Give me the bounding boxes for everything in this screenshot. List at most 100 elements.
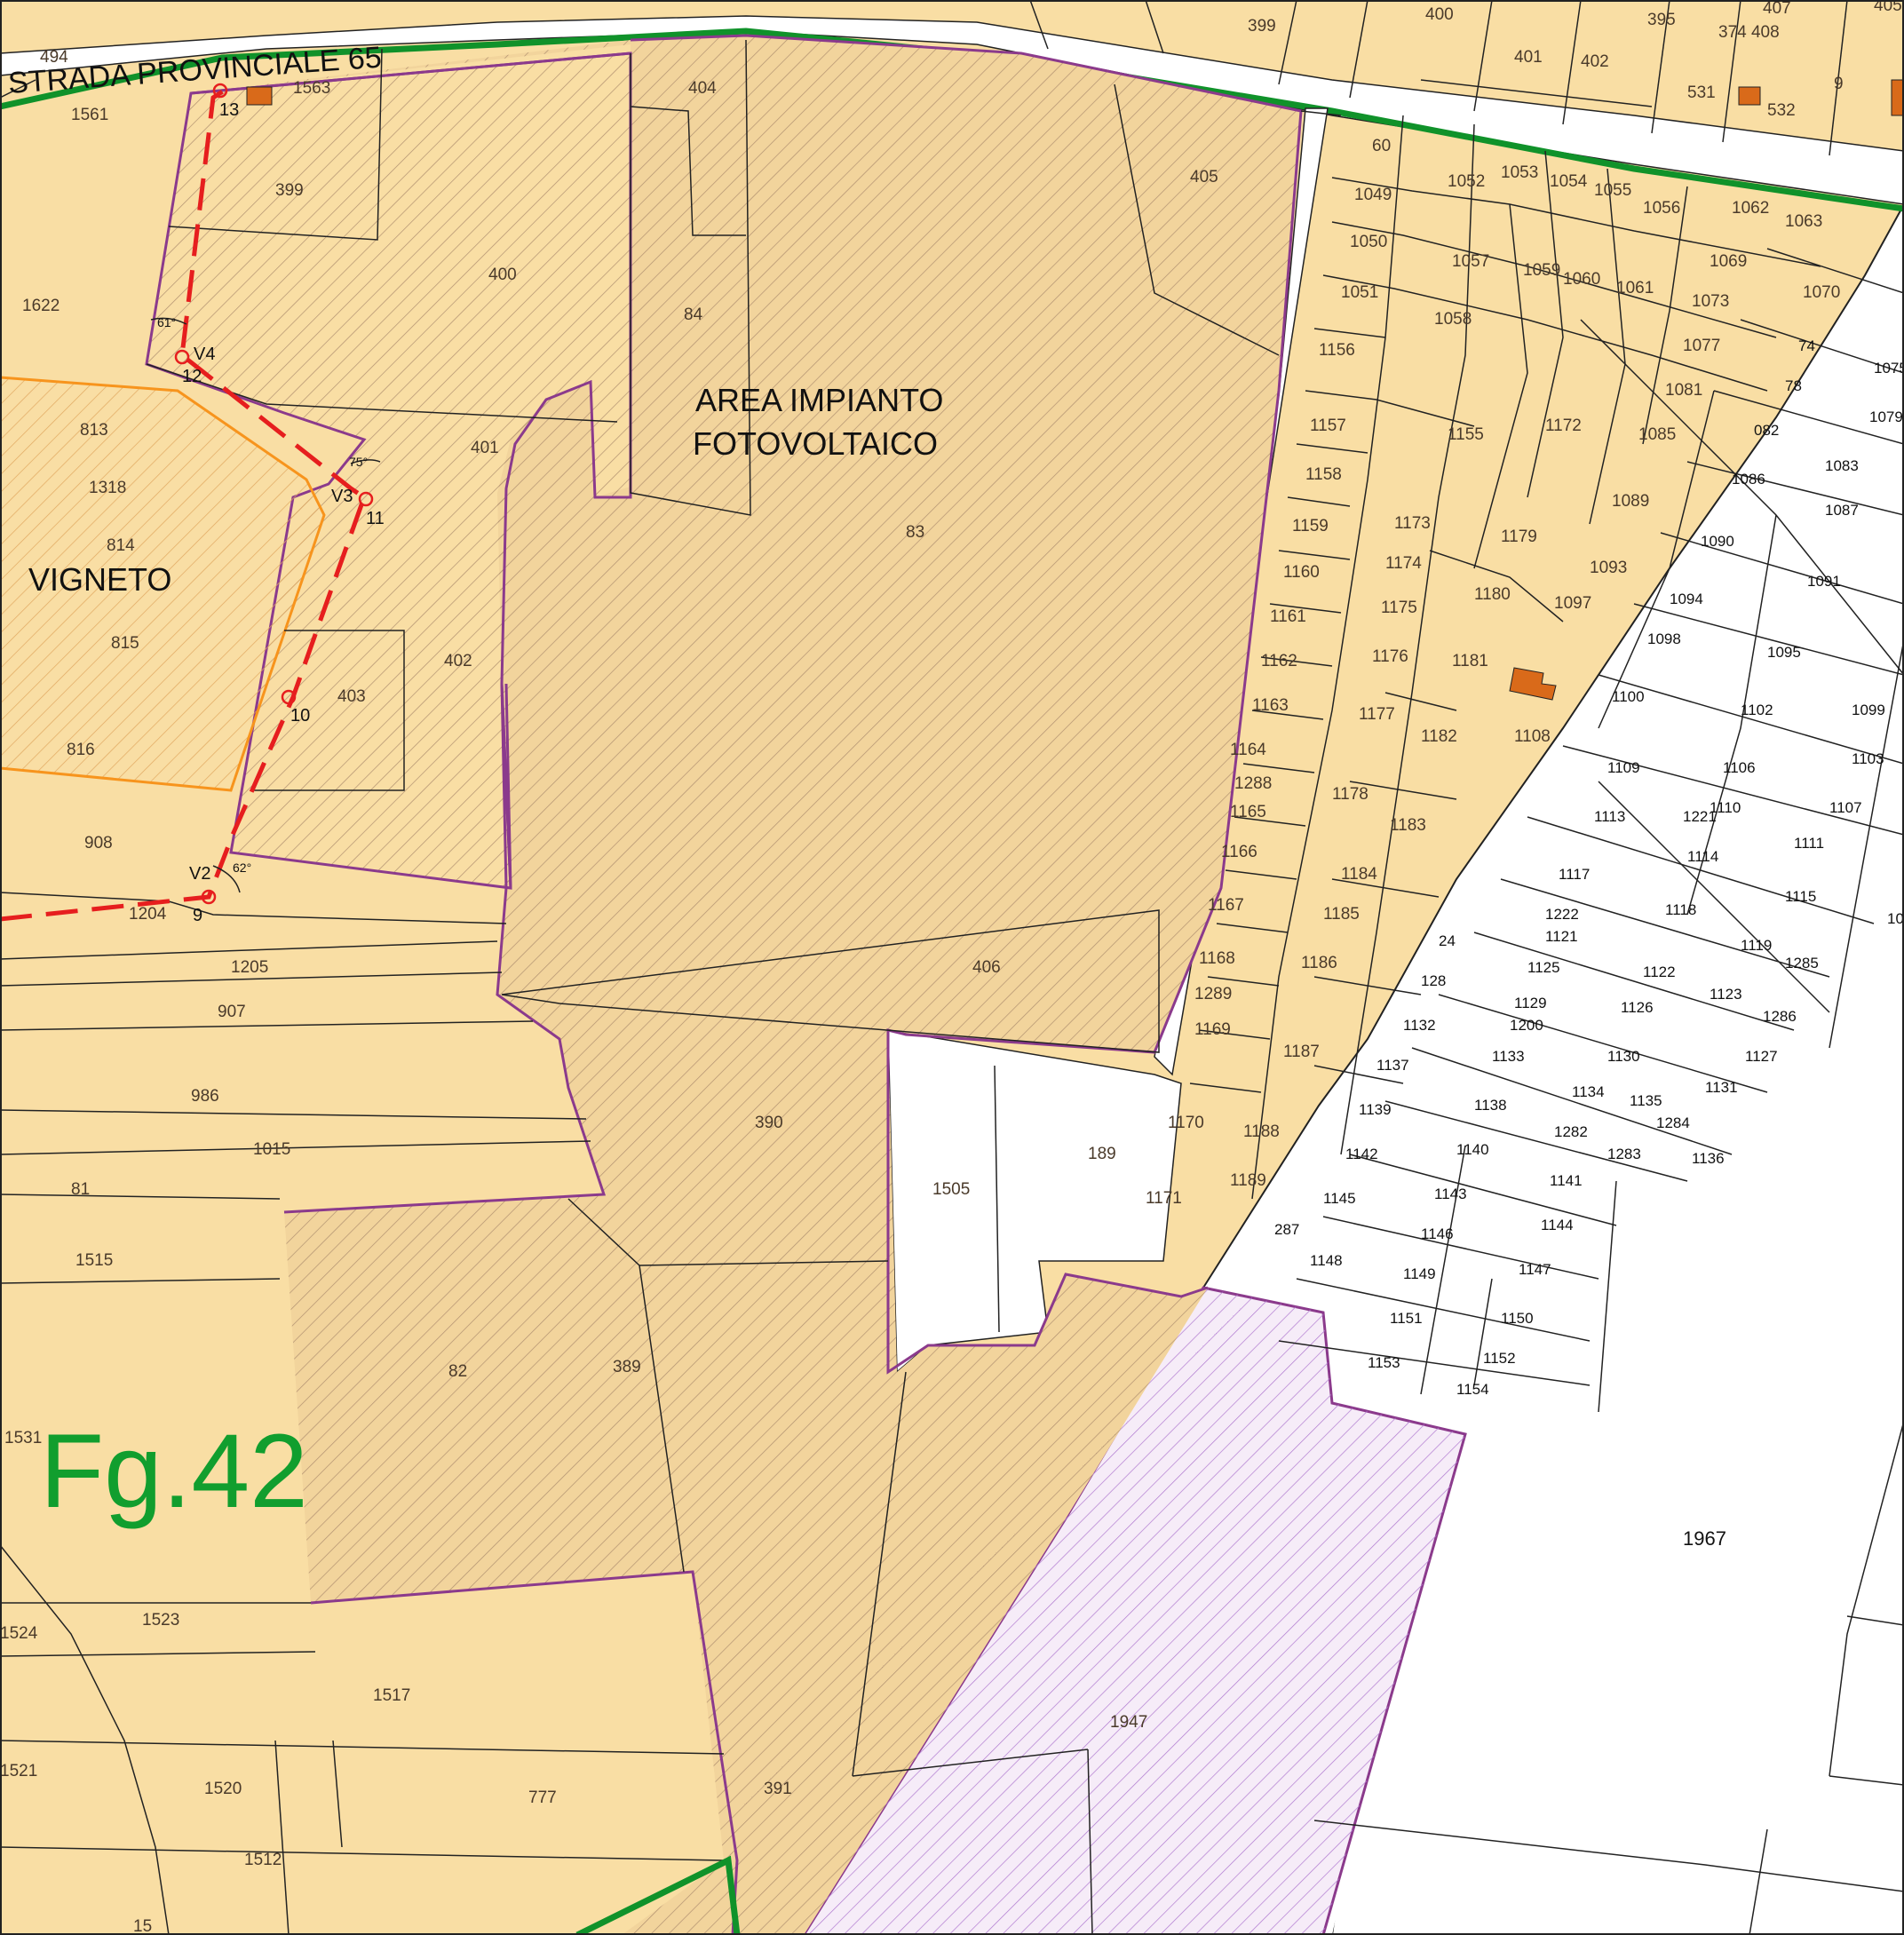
angle-v3: 75° (349, 455, 368, 469)
parcel-number: 24 (1439, 932, 1456, 949)
parcel-number: 494 (40, 48, 68, 67)
parcel-number: 1173 (1394, 514, 1431, 533)
parcel-number: 1162 (1261, 652, 1297, 670)
parcel-number: 406 (972, 958, 1001, 977)
parcel-number: 10 (1887, 910, 1904, 927)
parcel-labels-white: 74 1075 78 1079 082 1083 1086 1087 1090 … (1274, 337, 1904, 1550)
parcel-number: 1171 (1146, 1189, 1182, 1208)
parcel-number: 1174 (1385, 554, 1422, 573)
parcel-number: 815 (111, 634, 139, 653)
parcel-number: 1111 (1794, 835, 1824, 852)
parcel-number: 816 (67, 741, 95, 759)
vertex-v2: V2 (189, 864, 210, 884)
parcel-number: 1134 (1572, 1083, 1605, 1100)
parcel-number: 1176 (1372, 647, 1408, 666)
parcel-number: 1102 (1741, 702, 1773, 718)
parcel-number: 1106 (1723, 759, 1756, 776)
cable-route (0, 86, 368, 922)
parcel-number: 1089 (1612, 492, 1649, 511)
parcel-number: 1185 (1323, 905, 1360, 924)
parcel-number: 1132 (1403, 1017, 1436, 1034)
parcel-number: 1115 (1785, 888, 1816, 905)
parcel-number: 407 (1763, 0, 1791, 18)
parcel-number: 1205 (231, 958, 268, 977)
parcel-number: 1095 (1767, 644, 1801, 661)
parcel-number: 1125 (1527, 959, 1560, 976)
parcel-number: 1161 (1270, 607, 1306, 626)
parcel-number: 1139 (1359, 1101, 1392, 1118)
parcel-number: 1131 (1705, 1079, 1738, 1096)
parcel-number: 1099 (1852, 702, 1885, 718)
parcel-number: 1152 (1483, 1350, 1516, 1367)
parcel-number: 1520 (204, 1780, 242, 1798)
parcel-number: 1127 (1745, 1048, 1778, 1065)
parcel-number: 1184 (1341, 865, 1377, 884)
parcel-number: 1967 (1683, 1527, 1726, 1550)
parcel-number: 1100 (1612, 688, 1645, 705)
parcel-number: 1505 (932, 1180, 970, 1199)
parcel-number: 1133 (1492, 1048, 1525, 1065)
parcel-number: 81 (71, 1180, 90, 1199)
parcel-number: 404 (688, 79, 717, 98)
parcel-number: 1283 (1607, 1146, 1641, 1162)
parcel-number: 1166 (1221, 843, 1257, 861)
parcel-number: 1058 (1434, 310, 1472, 329)
parcel-number: 1168 (1199, 949, 1235, 968)
parcel-number: 1153 (1368, 1354, 1400, 1371)
vertex-9: 9 (193, 906, 202, 925)
parcel-number: 1155 (1448, 425, 1484, 444)
parcel-number: 1150 (1501, 1310, 1534, 1327)
parcel-number: 1524 (0, 1624, 38, 1643)
parcel-number: 1126 (1621, 999, 1654, 1016)
parcel-number: 986 (191, 1087, 219, 1106)
project-area-hatch (191, 36, 1301, 1935)
parcel-number: 1094 (1670, 591, 1703, 607)
parcel-number: 1121 (1545, 928, 1578, 945)
parcel-number: 1129 (1514, 995, 1547, 1011)
parcel-number: 1137 (1376, 1057, 1409, 1074)
parcel-number: 1561 (71, 106, 108, 124)
angle-v2: 62° (233, 860, 251, 875)
angle-arcs (150, 317, 381, 893)
parcel-number: 1177 (1359, 705, 1395, 724)
parcel-number: 1056 (1643, 199, 1680, 218)
parcel-number: 1109 (1607, 759, 1640, 776)
parcel-number: 1164 (1230, 741, 1266, 759)
parcel-number: 1512 (244, 1851, 282, 1869)
parcel-number: 374 408 (1718, 23, 1780, 42)
parcel-number: 1060 (1563, 270, 1600, 289)
parcel-number: 1107 (1829, 799, 1862, 816)
parcel-number: 908 (84, 834, 113, 853)
parcel-number: 1222 (1545, 906, 1579, 923)
parcel-number: 405 (1874, 0, 1902, 15)
parcel-number: 1142 (1345, 1146, 1378, 1162)
parcel-number: 813 (80, 421, 108, 440)
parcel-number: 1288 (1234, 774, 1272, 793)
parcel-number: 1182 (1421, 727, 1457, 746)
parcel-number: 395 (1647, 11, 1676, 29)
parcel-number: 1179 (1501, 527, 1537, 546)
parcel-1947-hatch (804, 1288, 1465, 1935)
parcel-number: 1183 (1390, 816, 1426, 835)
parcel-number: 1144 (1541, 1217, 1574, 1233)
parcel-number: 1187 (1283, 1043, 1320, 1061)
parcel-number: 1145 (1323, 1190, 1356, 1207)
vertex-v3: V3 (331, 487, 353, 506)
parcel-number: 401 (471, 439, 499, 457)
parcel-number: 1523 (142, 1611, 179, 1630)
parcel-number: 1531 (4, 1429, 42, 1447)
parcel-number: 1318 (89, 479, 126, 497)
parcel-number: 1052 (1448, 172, 1485, 191)
building (246, 86, 273, 106)
parcel-number: 1135 (1630, 1092, 1662, 1109)
parcel-number: 1517 (373, 1686, 410, 1705)
angle-v4: 61° (157, 315, 176, 329)
parcel-number: 128 (1421, 972, 1446, 989)
parcel-number: 1117 (1559, 866, 1590, 883)
vineyard-label: VIGNETO (28, 561, 171, 598)
parcel-number: 082 (1754, 422, 1779, 439)
parcel-number: 1147 (1519, 1261, 1551, 1278)
